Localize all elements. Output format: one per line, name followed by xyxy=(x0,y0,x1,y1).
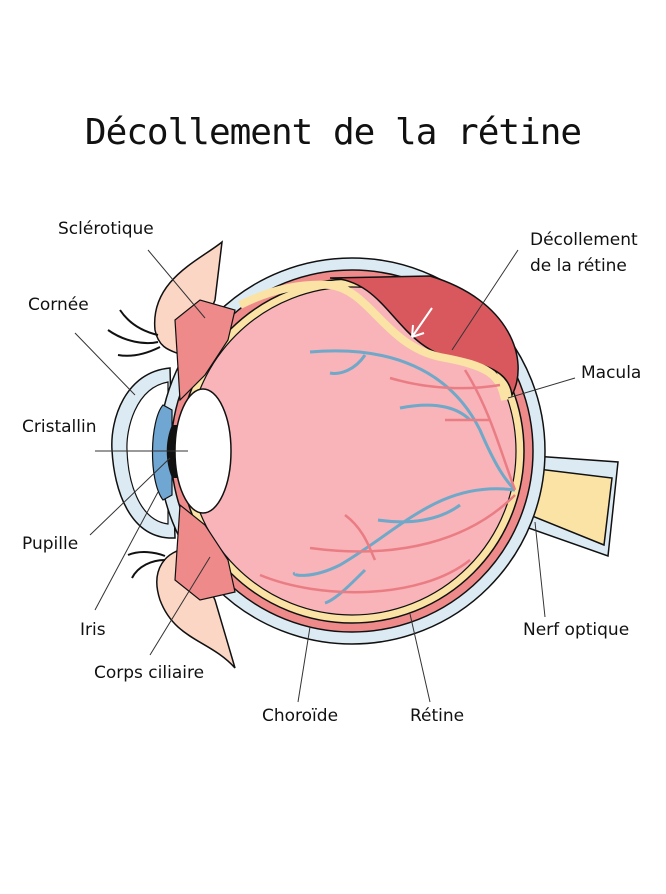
ciliary-body-top xyxy=(174,299,236,402)
arrow-icon xyxy=(411,307,433,338)
label-pupille: Pupille xyxy=(22,534,79,554)
label-sclerotique: Sclérotique xyxy=(58,219,154,239)
label-nerf-optique: Nerf optique xyxy=(523,620,630,640)
label-cristallin: Cristallin xyxy=(22,417,97,437)
label-macula: Macula xyxy=(581,363,642,383)
ciliary-body-bottom xyxy=(174,503,236,601)
label-decollement: Décollement de la rétine xyxy=(530,227,638,279)
label-retine: Rétine xyxy=(410,706,465,726)
label-iris: Iris xyxy=(80,620,106,640)
label-cornee: Cornée xyxy=(28,295,89,315)
page-title: Décollement de la rétine xyxy=(84,112,582,153)
iris xyxy=(151,404,173,501)
blood-vessels-red xyxy=(259,369,517,594)
label-decollement-line2: de la rétine xyxy=(530,256,627,276)
label-corps-ciliaire: Corps ciliaire xyxy=(94,663,205,683)
retinal-detachment xyxy=(329,275,519,398)
leader-lines xyxy=(74,249,576,703)
label-decollement-line1: Décollement xyxy=(530,230,638,250)
eyelashes-icon xyxy=(107,309,166,579)
label-choroide: Choroïde xyxy=(262,706,339,726)
